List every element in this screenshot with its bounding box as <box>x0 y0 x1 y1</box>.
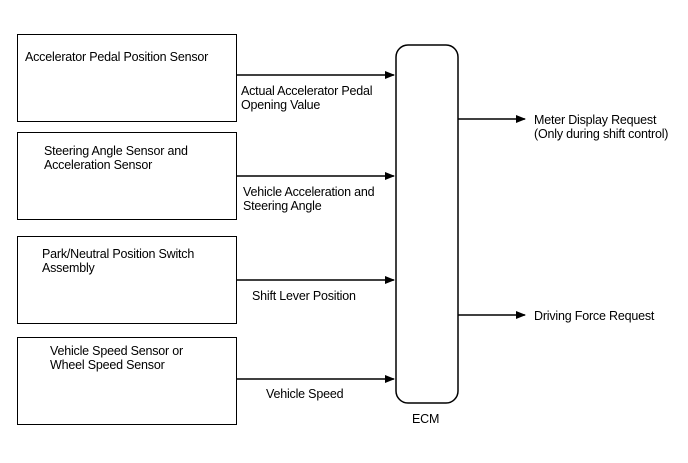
ecm-block <box>395 44 459 404</box>
input-box-accelerator-pedal: Accelerator Pedal Position Sensor <box>17 34 237 122</box>
output-label-driving-force: Driving Force Request <box>534 309 655 323</box>
ecm-label: ECM <box>412 412 440 426</box>
signal-label-acceleration-steering: Vehicle Acceleration and Steering Angle <box>243 185 375 213</box>
signal-label-vehicle-speed: Vehicle Speed <box>266 387 344 401</box>
input-box-label: Vehicle Speed Sensor or Wheel Speed Sens… <box>50 344 183 372</box>
signal-label-shift-lever: Shift Lever Position <box>252 289 356 303</box>
input-box-label: Steering Angle Sensor and Acceleration S… <box>44 144 188 172</box>
input-box-steering-acceleration: Steering Angle Sensor and Acceleration S… <box>17 132 237 220</box>
input-box-label: Park/Neutral Position Switch Assembly <box>42 247 195 275</box>
input-box-vehicle-speed: Vehicle Speed Sensor or Wheel Speed Sens… <box>17 337 237 425</box>
signal-label-accelerator-opening: Actual Accelerator Pedal Opening Value <box>241 84 373 112</box>
input-box-park-neutral: Park/Neutral Position Switch Assembly <box>17 236 237 324</box>
input-box-label: Accelerator Pedal Position Sensor <box>25 50 209 64</box>
output-label-meter-display: Meter Display Request (Only during shift… <box>534 113 669 141</box>
